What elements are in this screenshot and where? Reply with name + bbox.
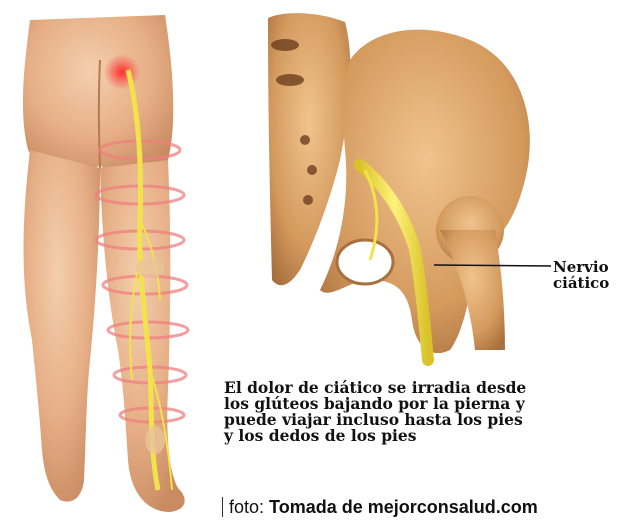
credit-prefix: foto: xyxy=(229,497,264,517)
body-back-figure xyxy=(23,15,188,512)
caption: El dolor de ciático se irradia desde los… xyxy=(224,380,619,444)
obturator-foramen xyxy=(337,240,393,284)
nerve-label: Nervio ciático xyxy=(553,259,609,291)
credit-source: Tomada de mejorconsalud.com xyxy=(269,497,538,517)
nerve-label-line2: ciático xyxy=(553,275,609,291)
left-leg xyxy=(24,150,101,502)
photo-credit: foto: Tomada de mejorconsalud.com xyxy=(222,497,538,518)
nerve-label-line1: Nervio xyxy=(553,259,609,275)
pain-spot xyxy=(104,54,140,90)
credit-divider xyxy=(222,497,223,517)
pelvis-anatomy xyxy=(268,13,551,360)
caption-line4: y los dedos de los pies xyxy=(224,428,619,444)
nerve-pointer-line xyxy=(434,265,551,266)
